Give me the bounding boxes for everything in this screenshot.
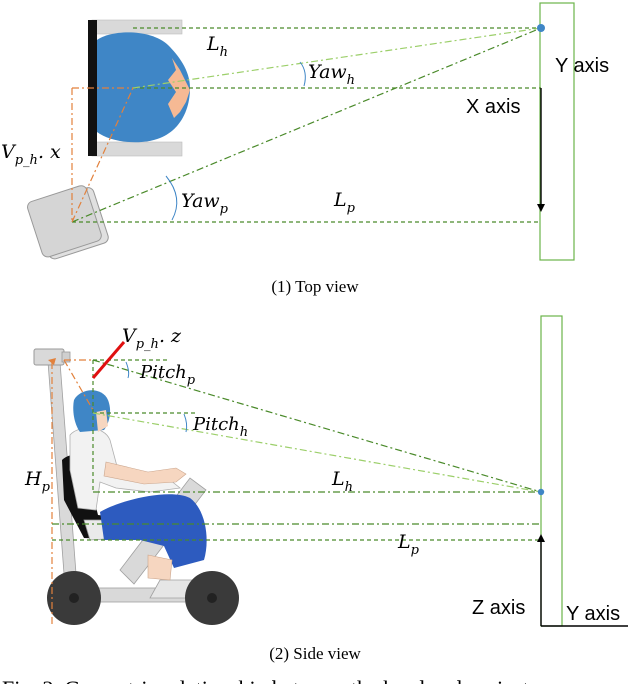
side-target-point bbox=[537, 488, 545, 496]
side-label-h-p: Hp bbox=[24, 468, 51, 495]
top-view-caption: (1) Top view bbox=[271, 277, 359, 296]
top-screen-panel bbox=[539, 2, 575, 261]
person-leg bbox=[147, 554, 173, 581]
front-wheel-hub bbox=[207, 593, 217, 603]
projector-side-view bbox=[33, 348, 65, 366]
face-side-view bbox=[96, 410, 108, 432]
side-head-to-point bbox=[92, 412, 542, 493]
side-label-z-axis: Z axis bbox=[472, 597, 525, 619]
side-label-y-axis: Y axis bbox=[566, 603, 620, 625]
top-label-yaw-h: Yawh bbox=[308, 61, 355, 88]
top-label-lh: Lh bbox=[206, 33, 228, 60]
side-projector-to-point bbox=[92, 359, 542, 493]
head-top-view bbox=[97, 32, 190, 143]
top-head-to-point bbox=[132, 27, 542, 89]
top-label-lp: Lp bbox=[333, 189, 356, 216]
side-label-pitch-h: Pitchh bbox=[192, 414, 248, 440]
chair-top-rail bbox=[91, 19, 183, 35]
top-orange-diagonal bbox=[71, 87, 134, 223]
side-orange-arrowhead bbox=[48, 358, 56, 365]
top-projector-to-point bbox=[71, 27, 542, 223]
side-label-lh: Lh bbox=[331, 468, 353, 495]
top-label-y-axis: Y axis bbox=[555, 55, 609, 77]
yaw-h-arc bbox=[299, 61, 306, 87]
top-label-x-axis: X axis bbox=[466, 96, 520, 118]
side-label-v-ph-z: Vp_h. z bbox=[122, 325, 182, 352]
side-z-axis-arrowhead bbox=[537, 534, 545, 542]
side-view-caption: (2) Side view bbox=[269, 644, 361, 663]
v-ph-z-vector bbox=[91, 341, 126, 379]
side-view-panel: Vp_h. z Pitchp Pitchh Hp Lh Lp Z axis Y … bbox=[24, 315, 628, 663]
projector-top-view bbox=[27, 185, 109, 260]
figure-caption-fragment: Fig. 3. Geometric relationship between t… bbox=[2, 676, 548, 684]
top-view-panel: Lh Yawh Y axis X axis Vp_h. x Yawp Lp (1… bbox=[1, 2, 609, 296]
yaw-p-arc bbox=[165, 175, 178, 221]
top-label-v-ph-x: Vp_h. x bbox=[1, 141, 61, 168]
projector-lens bbox=[61, 351, 71, 363]
person-arm bbox=[103, 461, 187, 485]
pitch-h-arc bbox=[183, 413, 188, 433]
side-label-lp: Lp bbox=[397, 531, 420, 558]
pitch-p-arc bbox=[125, 361, 130, 379]
side-label-pitch-p: Pitchp bbox=[139, 362, 196, 388]
top-target-point bbox=[537, 24, 545, 32]
rear-wheel-hub bbox=[69, 593, 79, 603]
top-y-axis-arrowhead bbox=[537, 204, 545, 212]
top-label-yaw-p: Yawp bbox=[181, 190, 229, 217]
person-pants bbox=[100, 494, 207, 568]
side-screen-panel bbox=[540, 315, 563, 627]
side-orange-diagonal bbox=[63, 359, 94, 411]
